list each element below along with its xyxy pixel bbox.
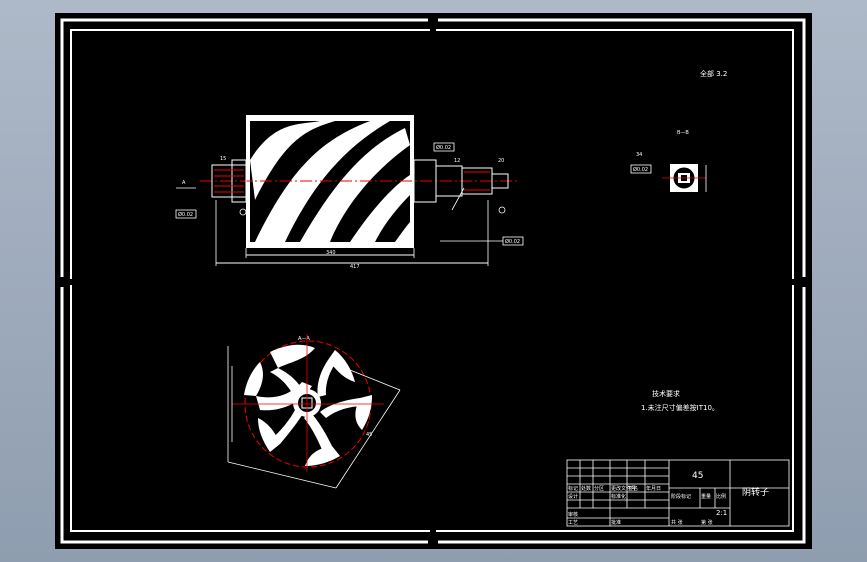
svg-text:标记: 标记 bbox=[568, 485, 578, 492]
frame-gap-top bbox=[428, 17, 438, 25]
svg-text:第 张: 第 张 bbox=[701, 519, 713, 526]
title-row-4: 工艺 批准 共 张 第 张 bbox=[568, 519, 713, 526]
tolerance-box-1 bbox=[175, 209, 197, 219]
left-shaft-step bbox=[231, 159, 247, 203]
frame-gap-left bbox=[58, 277, 68, 287]
svg-text:更改文件号: 更改文件号 bbox=[611, 485, 636, 492]
svg-text:批准: 批准 bbox=[611, 519, 621, 526]
tolerance-3: Ø0.02 bbox=[505, 238, 520, 245]
title-row-3: 审核 bbox=[568, 511, 578, 518]
dim-body-length: 340 bbox=[326, 250, 336, 256]
tech-req-title: 技术要求 bbox=[652, 389, 680, 398]
svg-text:设计: 设计 bbox=[568, 493, 578, 500]
title-row-1: 标记 处数 分区 更改文件号 签名 年月日 bbox=[568, 485, 661, 492]
svg-text:标准化: 标准化 bbox=[611, 493, 626, 500]
dim-label-34: 34 bbox=[636, 152, 642, 158]
inner-gap-left bbox=[67, 279, 75, 285]
svg-text:工艺: 工艺 bbox=[568, 520, 578, 526]
svg-text:重量: 重量 bbox=[701, 493, 711, 500]
rotor-side-view: 417 340 Ø0.02 Ø0.02 Ø0.02 A 15 12 20 bbox=[175, 115, 524, 270]
svg-text:共 张: 共 张 bbox=[671, 519, 683, 526]
dim-side-width: 45 bbox=[366, 432, 372, 438]
tolerance-box-2 bbox=[433, 142, 455, 152]
svg-text:分区: 分区 bbox=[594, 485, 604, 492]
title-scale: 2:1 bbox=[716, 509, 727, 517]
frame-gap-bottom bbox=[428, 537, 438, 545]
tolerance-bb: Ø0.02 bbox=[633, 166, 648, 173]
dim-label-15: 15 bbox=[220, 156, 226, 162]
svg-text:审核: 审核 bbox=[568, 511, 578, 518]
tolerance-1: Ø0.02 bbox=[178, 211, 193, 218]
title-part-name: 阴转子 bbox=[742, 486, 769, 498]
drawing-sheet bbox=[55, 13, 812, 549]
svg-text:处数: 处数 bbox=[581, 485, 591, 492]
section-bb-view: B—B Ø0.02 34 bbox=[630, 130, 707, 192]
tech-req-item: 1.未注尺寸偏差按IT10。 bbox=[641, 403, 719, 412]
dim-label-12: 12 bbox=[454, 158, 460, 164]
tolerance-2: Ø0.02 bbox=[436, 144, 451, 151]
svg-text:年月日: 年月日 bbox=[646, 485, 661, 492]
svg-text:阶段标记: 阶段标记 bbox=[671, 493, 691, 500]
rotor-lobes bbox=[244, 344, 372, 466]
title-row-2: 设计 标准化 阶段标记 重量 比例 bbox=[568, 493, 726, 500]
frame-gap-right bbox=[798, 277, 808, 287]
title-material: 45 bbox=[692, 471, 703, 481]
roughness-mark: 全部 3.2 bbox=[700, 69, 727, 78]
svg-text:比例: 比例 bbox=[716, 493, 726, 500]
tolerance-box-bb bbox=[630, 164, 652, 174]
inner-gap-top bbox=[430, 26, 436, 34]
section-label-bb: B—B bbox=[677, 130, 689, 136]
title-block bbox=[566, 459, 790, 527]
view-arrow-label: A bbox=[182, 180, 186, 186]
inner-gap-right bbox=[789, 279, 797, 285]
helical-lobes bbox=[250, 121, 410, 242]
svg-text:签名: 签名 bbox=[628, 485, 638, 492]
section-aa-view: A—A 45 bbox=[227, 334, 401, 489]
dim-label-20: 20 bbox=[498, 158, 504, 164]
inner-gap-bottom bbox=[430, 527, 436, 535]
section-label-aa: A—A bbox=[298, 336, 310, 342]
dim-overall-length: 417 bbox=[350, 264, 360, 270]
